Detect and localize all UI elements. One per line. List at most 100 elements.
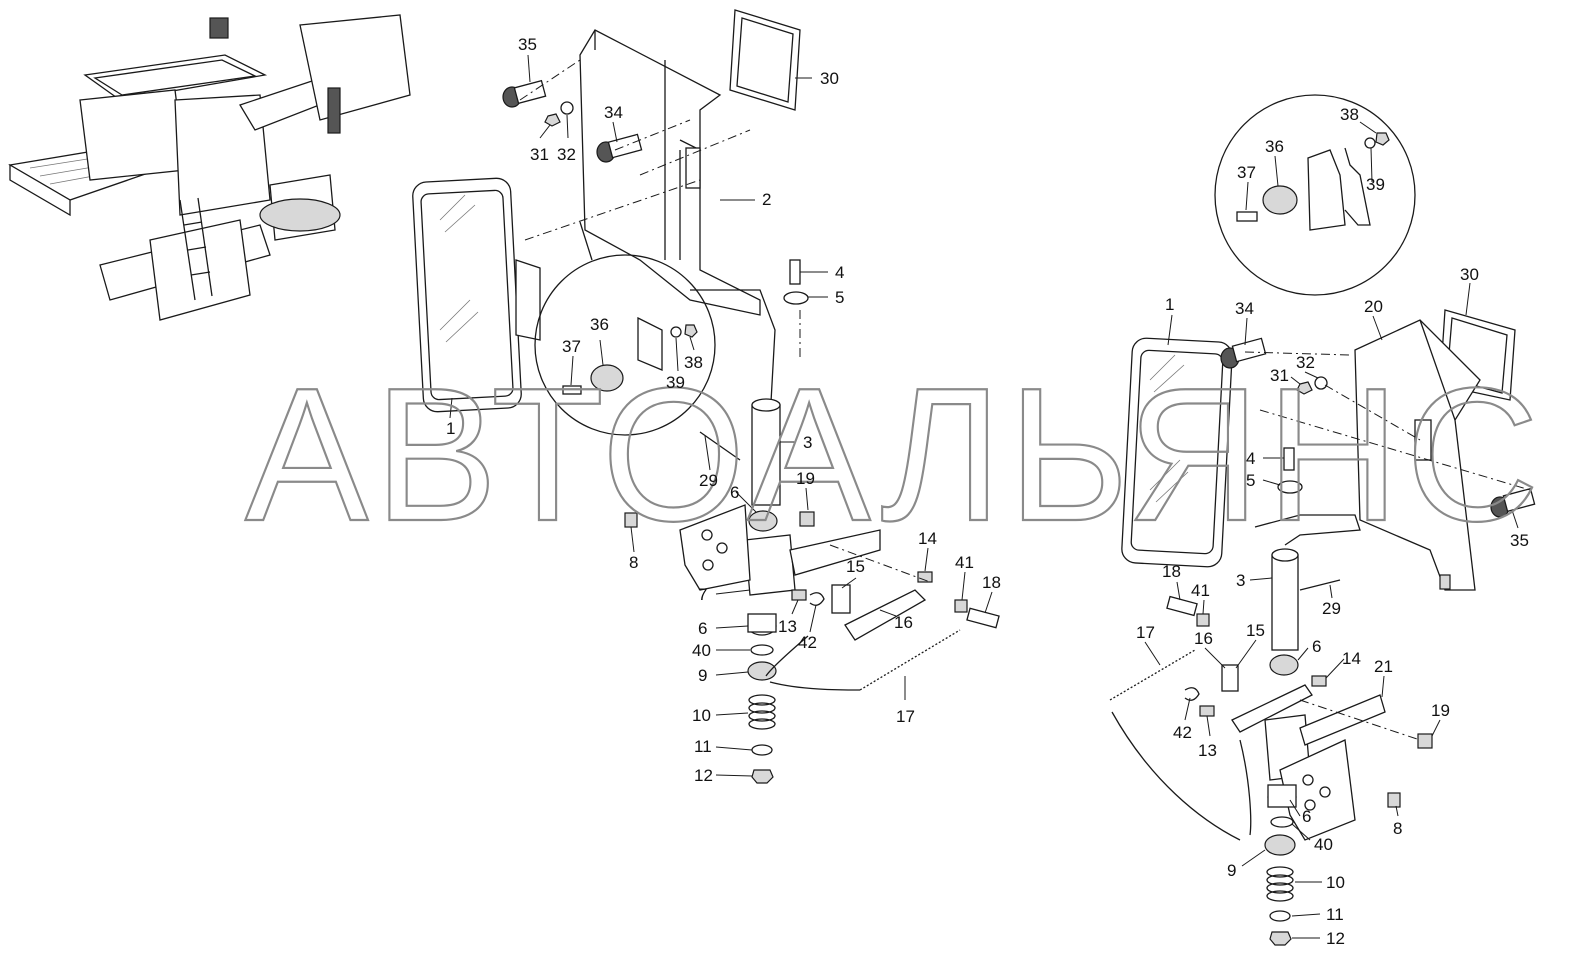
callouts-right: 38 36 37 39 1 34 30 20 32 31 4 5 35 3 29… xyxy=(1136,105,1529,948)
screw-35-left xyxy=(502,79,547,108)
spring-10-left xyxy=(748,694,776,730)
nut-12-left xyxy=(751,769,774,784)
shaft-3-right xyxy=(1271,554,1299,651)
callout: 11 xyxy=(1326,905,1344,924)
detail-circle-left xyxy=(534,221,716,436)
callout: 39 xyxy=(666,373,685,392)
callout: 31 xyxy=(1270,366,1289,385)
callout: 18 xyxy=(1162,562,1181,581)
callout: 36 xyxy=(1265,137,1284,156)
callout: 29 xyxy=(1322,599,1341,618)
callout: 29 xyxy=(699,471,718,490)
nut-12-right xyxy=(1269,931,1292,946)
callout: 17 xyxy=(1136,623,1155,642)
callout: 42 xyxy=(798,633,817,652)
mirror-1-left xyxy=(412,177,541,413)
callout: 38 xyxy=(1340,105,1359,124)
callout: 4 xyxy=(1246,449,1255,468)
nut-38-right xyxy=(1375,132,1390,146)
knob-36-right xyxy=(1262,185,1298,215)
callout: 12 xyxy=(1326,929,1345,948)
callout: 15 xyxy=(846,557,865,576)
callout: 2 xyxy=(762,190,771,209)
nut-38-left xyxy=(684,324,698,338)
spring-17-right xyxy=(1109,649,1196,701)
washer-5-right xyxy=(1277,480,1303,494)
callout: 41 xyxy=(1191,581,1210,600)
callout: 1 xyxy=(1165,295,1174,314)
callout: 42 xyxy=(1173,723,1192,742)
screw-37-right xyxy=(1236,211,1258,222)
knob-36-left xyxy=(590,364,624,392)
spring-10-right xyxy=(1266,866,1294,902)
machine-overview-sketch xyxy=(8,14,411,321)
bracket-2-left xyxy=(579,29,761,316)
left-assembly xyxy=(412,9,1000,784)
bolt-4-left xyxy=(789,259,801,285)
callout: 35 xyxy=(518,35,537,54)
callout: 13 xyxy=(778,617,797,636)
bolt-4-right xyxy=(1283,447,1295,471)
washer-39-right xyxy=(1364,137,1376,149)
nut-19-left xyxy=(799,511,815,527)
callout: 41 xyxy=(955,553,974,572)
callout: 9 xyxy=(698,666,707,685)
pin-15-left xyxy=(831,584,851,614)
washer-40-left xyxy=(750,644,774,656)
callout: 39 xyxy=(1366,175,1385,194)
callout: 15 xyxy=(1246,621,1265,640)
link-16-right xyxy=(1231,684,1313,733)
callout: 40 xyxy=(692,641,711,660)
callout: 10 xyxy=(1326,873,1345,892)
arm-21-left xyxy=(789,529,881,576)
callout: 19 xyxy=(796,469,815,488)
callout: 6 xyxy=(730,483,739,502)
callout: 16 xyxy=(894,613,913,632)
callout: 6 xyxy=(698,619,707,638)
pin-29-left xyxy=(699,431,741,461)
callout: 8 xyxy=(629,553,638,572)
clip-42-left xyxy=(809,592,825,606)
callouts-left: 35 30 34 31 32 2 4 5 36 37 38 39 1 3 29 … xyxy=(446,35,1001,785)
callout: 16 xyxy=(1194,629,1213,648)
clip-42-right xyxy=(1184,687,1200,701)
callout: 4 xyxy=(835,263,844,282)
pin-13-left xyxy=(791,589,807,601)
watermark: АВТОАЛЬЯНС xyxy=(245,349,1545,561)
callout: 3 xyxy=(1236,571,1245,590)
housing-30-left xyxy=(729,9,801,111)
bushing-6-upper-left xyxy=(748,510,778,532)
nut-19-right xyxy=(1417,733,1433,749)
washer-11-left xyxy=(751,744,773,756)
right-assembly xyxy=(1109,94,1536,946)
washer-39-left xyxy=(670,326,682,338)
washer-11-right xyxy=(1269,910,1291,922)
spring-17-left xyxy=(859,629,961,691)
washer-40-right xyxy=(1270,816,1294,828)
callout: 32 xyxy=(1296,353,1315,372)
callout: 36 xyxy=(590,315,609,334)
washer-32-left xyxy=(560,101,574,115)
callout: 3 xyxy=(803,433,812,452)
nut-31-left xyxy=(544,113,561,127)
bushing-6-upper-right xyxy=(1269,654,1299,676)
bolt-18-left xyxy=(966,607,1000,629)
callout: 32 xyxy=(557,145,576,164)
leader-lines xyxy=(449,54,993,777)
callout: 34 xyxy=(604,103,623,122)
nut-31-right xyxy=(1296,381,1313,395)
callout: 1 xyxy=(446,419,455,438)
callout: 34 xyxy=(1235,299,1254,318)
callout: 21 xyxy=(1374,657,1393,676)
pin-29-right xyxy=(1299,579,1341,591)
arm-21-right xyxy=(1299,694,1386,746)
callout: 40 xyxy=(1314,835,1333,854)
screw-37-left xyxy=(562,385,582,395)
screw-34-right xyxy=(1220,337,1267,369)
callout: 37 xyxy=(1237,163,1256,182)
leader-lines-right xyxy=(1144,121,1519,939)
callout: 13 xyxy=(1198,741,1217,760)
callout: 6 xyxy=(1302,807,1311,826)
washer-14-left xyxy=(917,571,933,583)
